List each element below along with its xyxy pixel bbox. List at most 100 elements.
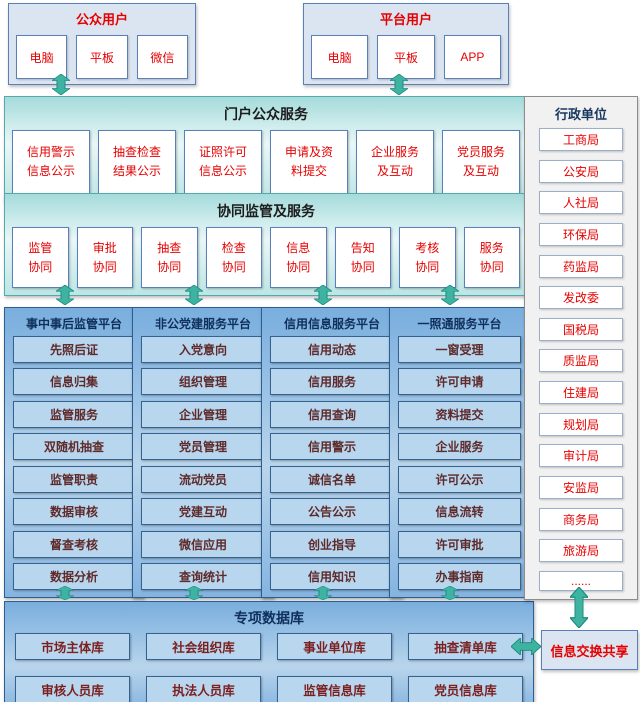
platform-credit-info: 信用信息服务平台 信用动态 信用服务 信用查询 信用警示 诚信名单 公告公示 创… bbox=[261, 307, 403, 598]
admin-unit-item: 住建局 bbox=[539, 381, 623, 405]
collab-item-service: 服务 协同 bbox=[463, 227, 520, 288]
platform-item: 信用知识 bbox=[270, 562, 394, 590]
admin-units-title: 行政单位 bbox=[554, 107, 607, 122]
collab-item-information: 信息 协同 bbox=[270, 227, 327, 288]
platform-items: 一窗受理 许可申请 资料提交 企业服务 许可公示 信息流转 许可审批 办事指南 bbox=[398, 336, 521, 590]
collab-item-assessment: 考核 协同 bbox=[399, 227, 456, 288]
exchange-box: 信息交换共享 bbox=[541, 630, 638, 670]
platform-item: 督查考核 bbox=[13, 530, 135, 558]
platform-item: 企业管理 bbox=[141, 400, 265, 428]
platform-item: 信用警示 bbox=[270, 433, 394, 461]
collab-item-spotcheck: 抽查 协同 bbox=[141, 227, 198, 288]
admin-unit-item: 人社局 bbox=[539, 191, 623, 215]
database-title: 专项数据库 bbox=[234, 610, 304, 626]
collab-item-inspection: 检查 协同 bbox=[205, 227, 262, 288]
platform-party-building: 非公党建服务平台 入党意向 组织管理 企业管理 党员管理 流动党员 党建互动 微… bbox=[132, 307, 274, 598]
collaboration-section: 协同监管及服务 监管 协同 审批 协同 抽查 协同 检查 协同 信息 协同 告知… bbox=[4, 193, 528, 296]
db-item-spotcheck-list: 抽查清单库 bbox=[408, 633, 523, 660]
admin-unit-item: 发改委 bbox=[539, 286, 623, 310]
double-arrow-vertical-icon bbox=[185, 285, 203, 305]
platform-item: 查询统计 bbox=[141, 562, 265, 590]
portal-item-enterprise-service: 企业服务 及互动 bbox=[356, 130, 434, 194]
platform-item: 党员管理 bbox=[141, 433, 265, 461]
device-pc: 电脑 bbox=[16, 35, 68, 79]
db-item-market-entity: 市场主体库 bbox=[15, 633, 130, 660]
admin-unit-item: 质监局 bbox=[539, 349, 623, 373]
platform-item: 信用动态 bbox=[270, 336, 394, 363]
platform-item: 入党意向 bbox=[141, 336, 265, 363]
collab-item-approval: 审批 协同 bbox=[76, 227, 133, 288]
platform-supervision: 事中事后监管平台 先照后证 信息归集 监管服务 双随机抽查 监管职责 数据审核 … bbox=[4, 307, 144, 598]
public-users-devices: 电脑 平板 微信 bbox=[16, 35, 188, 79]
admin-unit-item: 公安局 bbox=[539, 159, 623, 183]
platform-item: 信用查询 bbox=[270, 400, 394, 428]
platform-item: 公告公示 bbox=[270, 498, 394, 526]
portal-item-application-submit: 申请及资 料提交 bbox=[270, 130, 348, 194]
double-arrow-vertical-icon bbox=[56, 285, 74, 305]
platform-item: 信息流转 bbox=[398, 498, 521, 526]
device-app: APP bbox=[443, 35, 501, 79]
portal-item-party-service: 党员服务 及互动 bbox=[442, 130, 520, 194]
platform-one-license: 一照通服务平台 一窗受理 许可申请 资料提交 企业服务 许可公示 信息流转 许可… bbox=[389, 307, 530, 598]
admin-unit-item: 环保局 bbox=[539, 222, 623, 246]
database-row: 审核人员库 执法人员库 监管信息库 党员信息库 bbox=[15, 676, 523, 702]
admin-unit-item: 商务局 bbox=[539, 507, 623, 531]
db-item-reviewers: 审核人员库 bbox=[15, 676, 130, 702]
double-arrow-vertical-icon bbox=[314, 285, 332, 305]
platform-item: 数据分析 bbox=[13, 562, 135, 590]
admin-unit-item: 规划局 bbox=[539, 412, 623, 436]
double-arrow-vertical-icon bbox=[185, 586, 203, 600]
platform-item: 创业指导 bbox=[270, 530, 394, 558]
platform-item: 企业服务 bbox=[398, 433, 521, 461]
platform-item: 微信应用 bbox=[141, 530, 265, 558]
platform-item: 流动党员 bbox=[141, 465, 265, 493]
db-item-enforcement-staff: 执法人员库 bbox=[146, 676, 261, 702]
platform-item: 办事指南 bbox=[398, 562, 521, 590]
portal-items: 信用警示 信息公示 抽查检查 结果公示 证照许可 信息公示 申请及资 料提交 企… bbox=[12, 130, 520, 194]
db-item-public-institution: 事业单位库 bbox=[277, 633, 392, 660]
platform-users-box: 平台用户 电脑 平板 APP bbox=[303, 3, 509, 85]
platform-item: 党建互动 bbox=[141, 498, 265, 526]
portal-section: 门户公众服务 信用警示 信息公示 抽查检查 结果公示 证照许可 信息公示 申请及… bbox=[4, 96, 528, 202]
platform-item: 先照后证 bbox=[13, 336, 135, 363]
portal-item-spotcheck-results: 抽查检查 结果公示 bbox=[98, 130, 176, 194]
portal-title: 门户公众服务 bbox=[224, 106, 308, 122]
portal-item-license-info: 证照许可 信息公示 bbox=[184, 130, 262, 194]
platform-items: 入党意向 组织管理 企业管理 党员管理 流动党员 党建互动 微信应用 查询统计 bbox=[141, 336, 265, 590]
platform-users-devices: 电脑 平板 APP bbox=[311, 35, 501, 79]
collab-item-supervision: 监管 协同 bbox=[12, 227, 69, 288]
db-item-supervision-info: 监管信息库 bbox=[277, 676, 392, 702]
platform-item: 信用服务 bbox=[270, 368, 394, 396]
database-rows: 市场主体库 社会组织库 事业单位库 抽查清单库 审核人员库 执法人员库 监管信息… bbox=[15, 633, 523, 702]
platform-users-title: 平台用户 bbox=[379, 12, 432, 27]
platform-item: 监管服务 bbox=[13, 400, 135, 428]
double-arrow-vertical-icon bbox=[56, 586, 74, 600]
platform-item: 数据审核 bbox=[13, 498, 135, 526]
platform-item: 资料提交 bbox=[398, 400, 521, 428]
device-tablet: 平板 bbox=[377, 35, 435, 79]
device-pc: 电脑 bbox=[311, 35, 369, 79]
platform-title: 信用信息服务平台 bbox=[283, 317, 380, 331]
db-item-party-member-info: 党员信息库 bbox=[408, 676, 523, 702]
double-arrow-horizontal-icon bbox=[511, 638, 541, 655]
platform-item: 许可审批 bbox=[398, 530, 521, 558]
device-wechat: 微信 bbox=[136, 35, 188, 79]
platform-item: 一窗受理 bbox=[398, 336, 521, 363]
double-arrow-vertical-icon bbox=[441, 586, 459, 600]
collab-item-notification: 告知 协同 bbox=[334, 227, 391, 288]
platform-item: 监管职责 bbox=[13, 465, 135, 493]
admin-unit-item: 审计局 bbox=[539, 444, 623, 468]
admin-unit-item: 旅游局 bbox=[539, 539, 623, 563]
admin-units-panel: 行政单位 工商局 公安局 人社局 环保局 药监局 发改委 国税局 质监局 住建局… bbox=[524, 96, 638, 600]
public-users-title: 公众用户 bbox=[75, 12, 128, 27]
platform-items: 先照后证 信息归集 监管服务 双随机抽查 监管职责 数据审核 督查考核 数据分析 bbox=[13, 336, 135, 590]
platform-item: 许可申请 bbox=[398, 368, 521, 396]
admin-units-items: 工商局 公安局 人社局 环保局 药监局 发改委 国税局 质监局 住建局 规划局 … bbox=[525, 128, 637, 591]
double-arrow-vertical-icon bbox=[441, 285, 459, 305]
admin-unit-item: 工商局 bbox=[539, 128, 623, 151]
double-arrow-vertical-icon bbox=[314, 586, 332, 600]
platform-item: 组织管理 bbox=[141, 368, 265, 396]
portal-item-credit-warning: 信用警示 信息公示 bbox=[12, 130, 90, 194]
double-arrow-vertical-icon bbox=[570, 587, 588, 628]
